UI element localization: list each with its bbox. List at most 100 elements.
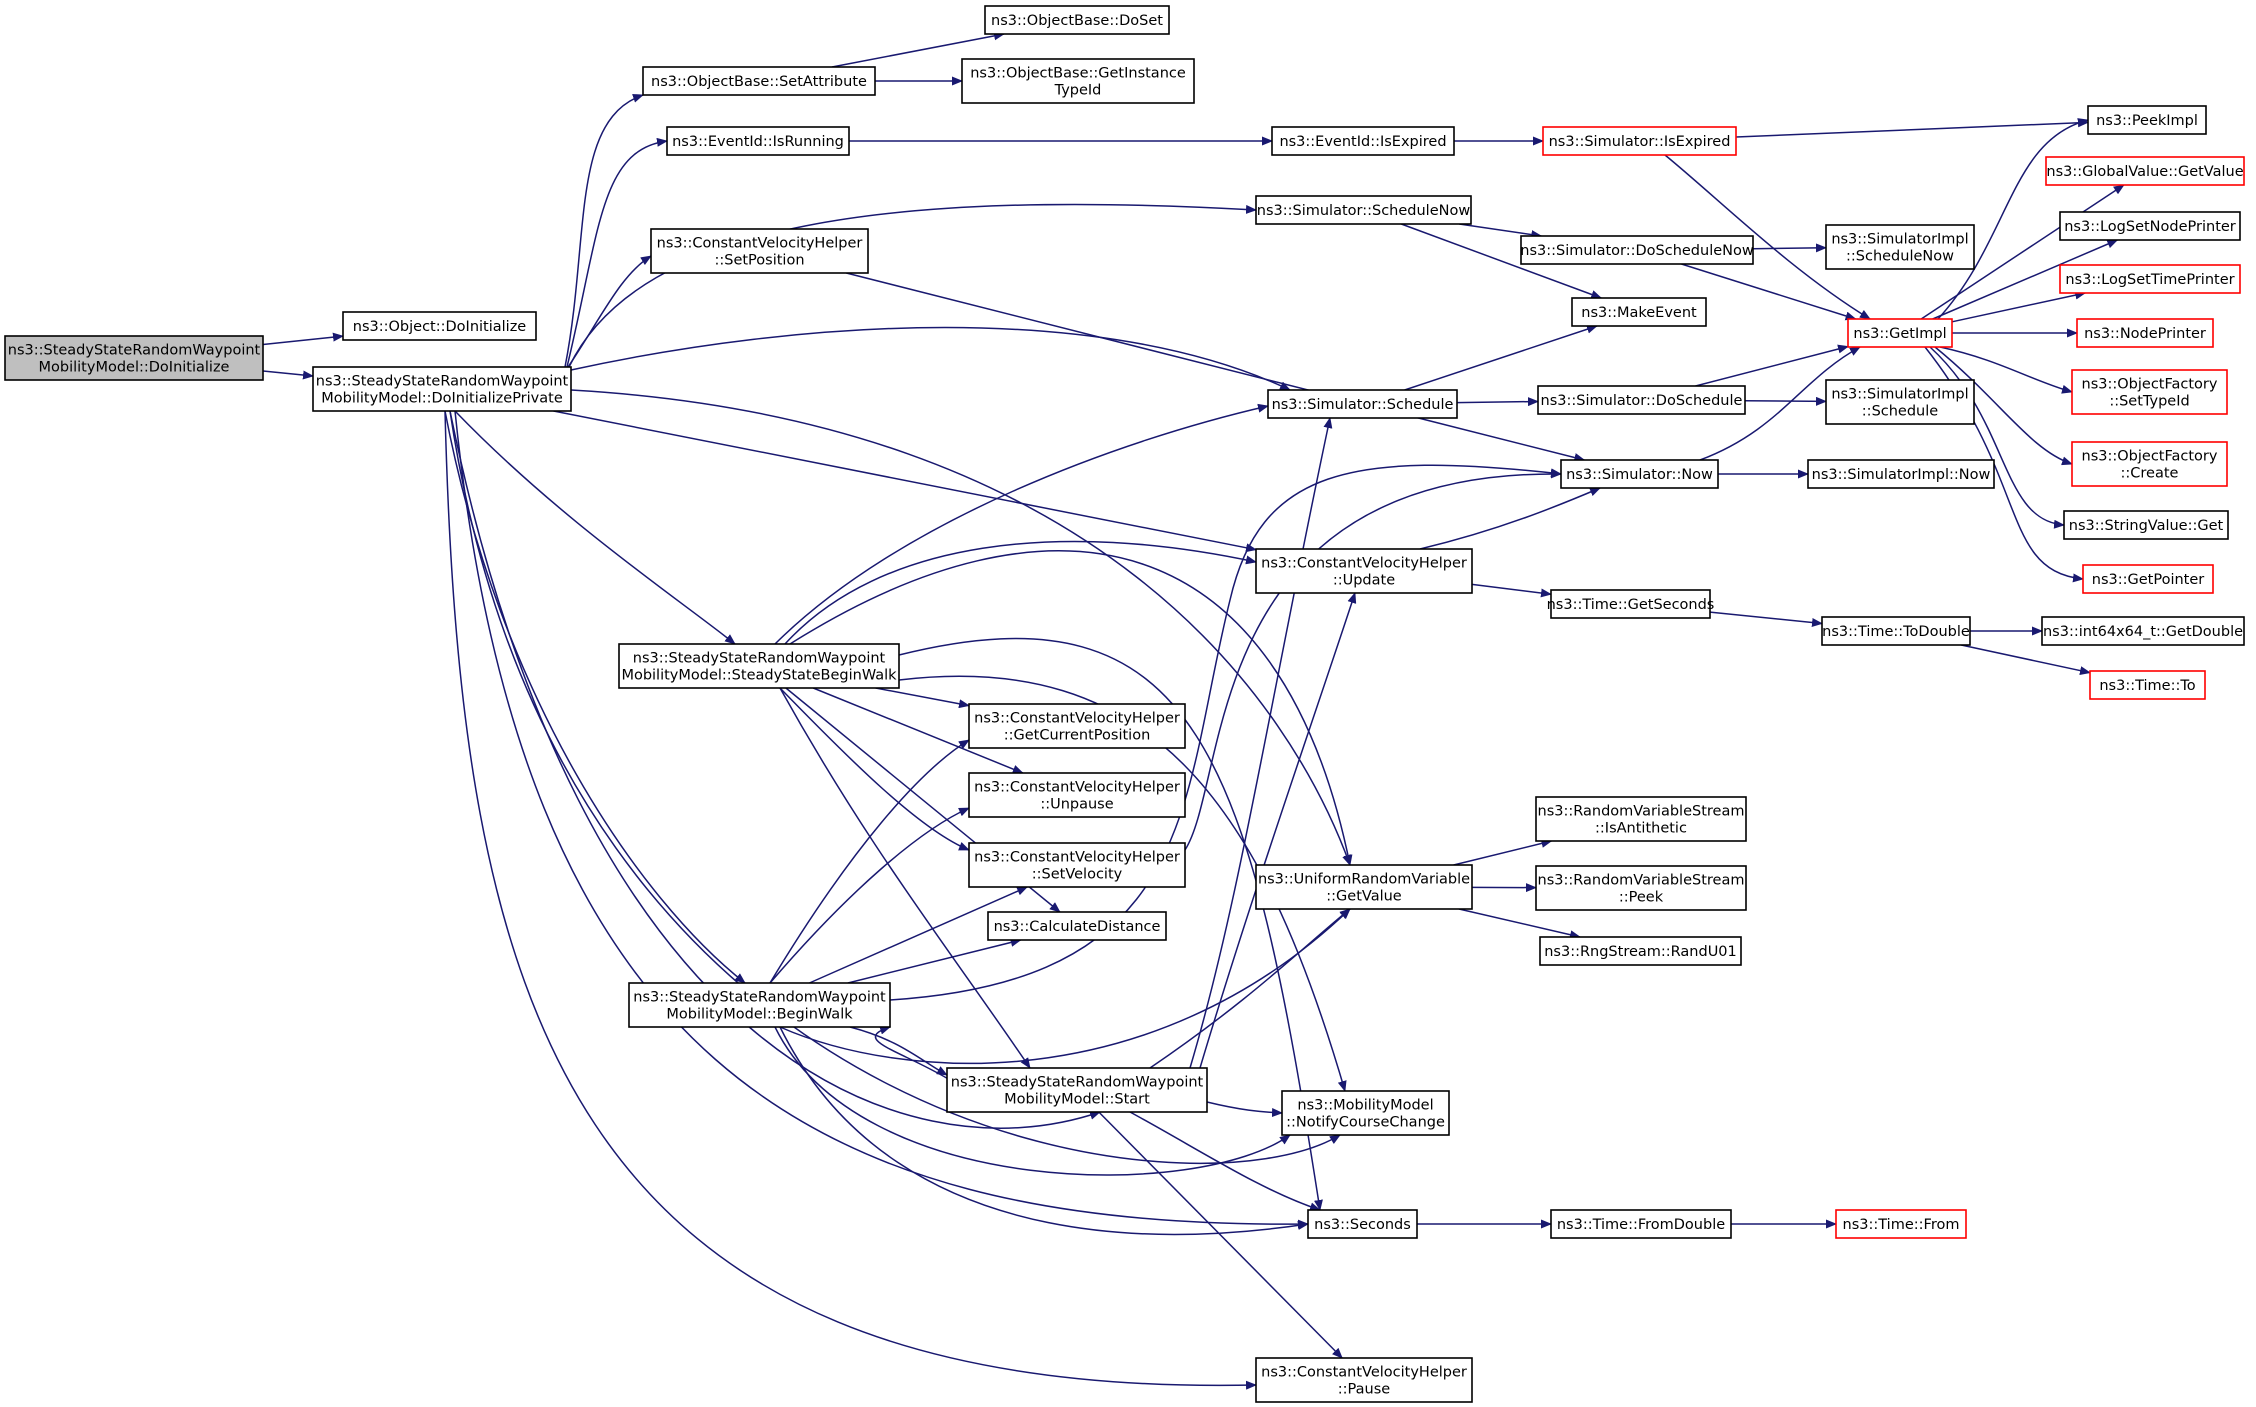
node-n11[interactable]: ns3::GlobalValue::GetValue	[2045, 156, 2245, 186]
node-n45[interactable]: ns3::MobilityModel::NotifyCourseChange	[1281, 1090, 1450, 1136]
node-label: ns3::SimulatorImpl::Now	[1812, 467, 1991, 483]
node-n0[interactable]: ns3::SteadyStateRandomWaypointMobilityMo…	[4, 335, 264, 381]
edge-n24-to-n10	[1699, 346, 1861, 461]
node-label: ns3::SimulatorImpl	[1831, 387, 1968, 403]
node-n2[interactable]: ns3::SteadyStateRandomWaypointMobilityMo…	[312, 366, 572, 412]
edge-n43-to-n37	[809, 886, 1029, 984]
node-n33[interactable]: ns3::Time::To	[2089, 670, 2206, 700]
edge-n0-to-n2	[262, 370, 314, 380]
node-box	[1825, 379, 1975, 425]
node-n25[interactable]: ns3::SimulatorImpl::Now	[1807, 459, 1995, 489]
node-box	[968, 772, 1186, 818]
node-n12[interactable]: ns3::LogSetNodePrinter	[2059, 211, 2241, 241]
node-box	[1271, 126, 1455, 156]
node-n18[interactable]: ns3::GetPointer	[2082, 564, 2214, 594]
edge-n43-to-n24	[889, 464, 1562, 1001]
node-box	[2059, 264, 2241, 294]
edge-n39-to-n40	[1453, 839, 1553, 866]
node-label: ns3::ConstantVelocityHelper	[1261, 556, 1467, 572]
node-n27[interactable]: ns3::Simulator::DoSchedule	[1537, 385, 1746, 415]
node-label: ns3::SimulatorImpl	[1831, 232, 1968, 248]
node-n42[interactable]: ns3::RngStream::RandU01	[1539, 936, 1742, 966]
node-n10[interactable]: ns3::GetImpl	[1847, 318, 1953, 348]
edge-n2-to-n46	[454, 410, 1309, 1229]
node-n15[interactable]: ns3::ObjectFactory::SetTypeId	[2071, 369, 2228, 415]
node-n6[interactable]: ns3::EventId::IsRunning	[666, 126, 850, 156]
node-label: ns3::int64x64_t::GetDouble	[2043, 624, 2243, 640]
node-label: ns3::Simulator::Now	[1566, 467, 1713, 483]
node-box	[1550, 589, 1711, 619]
edge-n26-to-n27	[1456, 397, 1539, 407]
node-label: MobilityModel::BeginWalk	[666, 1007, 853, 1023]
node-label: ns3::ObjectFactory	[2082, 377, 2218, 393]
node-n28[interactable]: ns3::SimulatorImpl::Schedule	[1825, 379, 1975, 425]
node-n24[interactable]: ns3::Simulator::Now	[1560, 459, 1719, 489]
node-n37[interactable]: ns3::ConstantVelocityHelper::SetVelocity	[968, 842, 1186, 888]
edge-n8-to-n10	[1664, 154, 1871, 320]
node-box	[2082, 564, 2214, 594]
node-n21[interactable]: ns3::SimulatorImpl::ScheduleNow	[1825, 224, 1975, 270]
node-n1[interactable]: ns3::Object::DoInitialize	[342, 311, 537, 341]
node-label: ns3::SteadyStateRandomWaypoint	[633, 990, 886, 1006]
node-box	[1535, 796, 1747, 842]
edge-n39-to-n42	[1458, 908, 1581, 940]
node-n39[interactable]: ns3::UniformRandomVariable::GetValue	[1255, 864, 1473, 910]
node-n4[interactable]: ns3::ObjectBase::DoSet	[984, 5, 1170, 35]
node-label: ns3::GetImpl	[1853, 326, 1946, 342]
edge-n20-to-n10	[1681, 263, 1857, 321]
edge-n10-to-n15	[1939, 346, 2073, 394]
node-n29[interactable]: ns3::ConstantVelocityHelper::Update	[1255, 548, 1473, 594]
node-box	[2063, 510, 2229, 540]
node-box	[1542, 126, 1737, 156]
node-n48[interactable]: ns3::Time::From	[1835, 1209, 1967, 1239]
node-n40[interactable]: ns3::RandomVariableStream::IsAntithetic	[1535, 796, 1747, 842]
node-label: ns3::ConstantVelocityHelper	[1261, 1365, 1467, 1381]
node-n14[interactable]: ns3::NodePrinter	[2076, 318, 2214, 348]
node-n38[interactable]: ns3::CalculateDistance	[987, 911, 1167, 941]
node-n31[interactable]: ns3::Time::ToDouble	[1821, 616, 1971, 646]
node-n34[interactable]: ns3::SteadyStateRandomWaypointMobilityMo…	[618, 643, 900, 689]
node-label: ::GetCurrentPosition	[1004, 728, 1151, 744]
node-label: ns3::NodePrinter	[2084, 326, 2206, 342]
node-n44[interactable]: ns3::SteadyStateRandomWaypointMobilityMo…	[946, 1067, 1208, 1113]
node-n47[interactable]: ns3::Time::FromDouble	[1550, 1209, 1732, 1239]
node-n9[interactable]: ns3::PeekImpl	[2087, 105, 2207, 135]
node-n13[interactable]: ns3::LogSetTimePrinter	[2059, 264, 2241, 294]
node-n36[interactable]: ns3::ConstantVelocityHelper::Unpause	[968, 772, 1186, 818]
node-n3[interactable]: ns3::ObjectBase::SetAttribute	[642, 66, 876, 96]
node-n32[interactable]: ns3::int64x64_t::GetDouble	[2041, 616, 2245, 646]
node-box	[1537, 385, 1746, 415]
edge-n2-to-n49	[444, 410, 1257, 1390]
node-box	[1560, 459, 1719, 489]
node-n26[interactable]: ns3::Simulator::Schedule	[1267, 389, 1458, 419]
node-box	[1255, 1357, 1473, 1403]
node-label: ns3::RandomVariableStream	[1538, 804, 1745, 820]
node-label: MobilityModel::Start	[1004, 1092, 1150, 1108]
node-label: ns3::MobilityModel	[1297, 1098, 1433, 1114]
node-n41[interactable]: ns3::RandomVariableStream::Peek	[1535, 865, 1747, 911]
node-n17[interactable]: ns3::StringValue::Get	[2063, 510, 2229, 540]
edge-n2-to-n23	[567, 255, 652, 368]
node-layer: ns3::SteadyStateRandomWaypointMobilityMo…	[4, 5, 2245, 1403]
node-n8[interactable]: ns3::Simulator::IsExpired	[1542, 126, 1737, 156]
edge-n44-to-n29	[1199, 592, 1357, 1069]
node-n16[interactable]: ns3::ObjectFactory::Create	[2071, 441, 2228, 487]
edge-n26-to-n22	[1404, 324, 1598, 391]
node-box	[946, 1067, 1208, 1113]
node-n7[interactable]: ns3::EventId::IsExpired	[1271, 126, 1455, 156]
node-n35[interactable]: ns3::ConstantVelocityHelper::GetCurrentP…	[968, 703, 1186, 749]
edge-layer	[262, 31, 2125, 1390]
node-n43[interactable]: ns3::SteadyStateRandomWaypointMobilityMo…	[628, 982, 891, 1028]
edge-n34-to-n26	[774, 403, 1269, 645]
node-box	[1571, 297, 1707, 327]
node-n46[interactable]: ns3::Seconds	[1307, 1209, 1418, 1239]
node-n49[interactable]: ns3::ConstantVelocityHelper::Pause	[1255, 1357, 1473, 1403]
node-n22[interactable]: ns3::MakeEvent	[1571, 297, 1707, 327]
node-n20[interactable]: ns3::Simulator::DoScheduleNow	[1520, 235, 1754, 265]
node-label: ns3::Time::To	[2099, 678, 2195, 694]
node-n19[interactable]: ns3::Simulator::ScheduleNow	[1255, 195, 1472, 225]
node-n30[interactable]: ns3::Time::GetSeconds	[1547, 589, 1715, 619]
node-label: ns3::Time::GetSeconds	[1547, 597, 1715, 613]
node-n23[interactable]: ns3::ConstantVelocityHelper::SetPosition	[650, 228, 869, 274]
